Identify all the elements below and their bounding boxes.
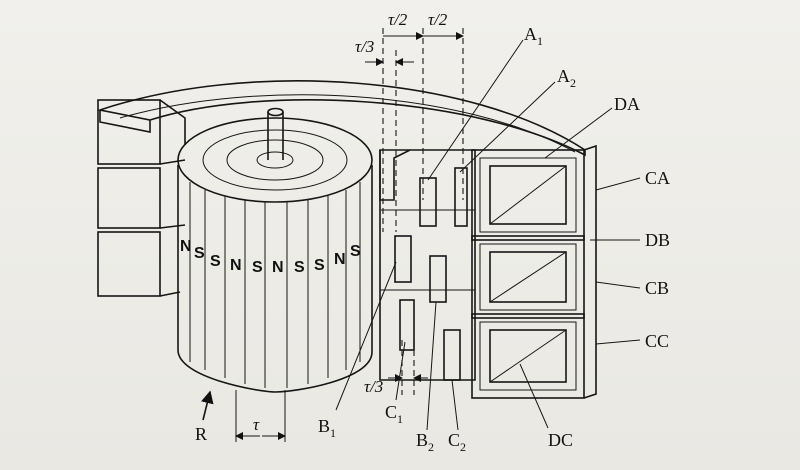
tooth-b2 (429, 255, 447, 303)
label-tau-third-top: τ/3 (355, 37, 374, 56)
leader-lines (335, 39, 641, 431)
label-c2: C2 (448, 430, 466, 454)
label-dc: DC (548, 430, 573, 450)
label-b1: B1 (318, 416, 336, 440)
label-tau-third-bottom: τ/3 (364, 377, 383, 396)
label-a2: A2 (557, 66, 576, 90)
pole-label: N (272, 259, 284, 276)
stator-housing (96, 80, 586, 157)
tooth-c1 (399, 299, 415, 351)
labels: τ/2 τ/2 τ/3 τ/3 τ R A1 A2 B1 C1 B2 C2 DA… (195, 10, 670, 454)
label-ca: CA (645, 168, 670, 188)
label-c1: C1 (385, 402, 403, 426)
pole-label: N (334, 251, 346, 268)
label-cb: CB (645, 278, 669, 298)
pole-label: S (294, 259, 305, 276)
pole-label: N (180, 238, 192, 255)
pole-label: S (210, 253, 221, 270)
label-r: R (195, 424, 207, 444)
label-da: DA (614, 94, 640, 114)
pole-label: S (252, 259, 263, 276)
label-tau-half-2: τ/2 (428, 10, 448, 29)
stator-teeth (379, 149, 468, 381)
tooth-b1 (394, 235, 412, 283)
tooth-a1 (419, 177, 437, 227)
pole-label: S (194, 245, 205, 262)
tooth-a2 (454, 167, 468, 227)
label-a1: A1 (524, 24, 543, 48)
left-yoke-blocks (97, 99, 186, 297)
label-tau: τ (253, 415, 260, 434)
label-tau-half-1: τ/2 (388, 10, 408, 29)
pole-label: N (230, 257, 242, 274)
tooth-c2 (443, 329, 461, 381)
label-cc: CC (645, 331, 669, 351)
pole-label: S (350, 243, 361, 260)
rotor (177, 107, 373, 393)
label-b2: B2 (416, 430, 434, 454)
stator-stack (379, 144, 597, 399)
label-db: DB (645, 230, 670, 250)
pole-label: S (314, 257, 325, 274)
pitch-dimensions (201, 28, 464, 442)
pole-letters: N S S N S N S S N S (180, 238, 361, 276)
